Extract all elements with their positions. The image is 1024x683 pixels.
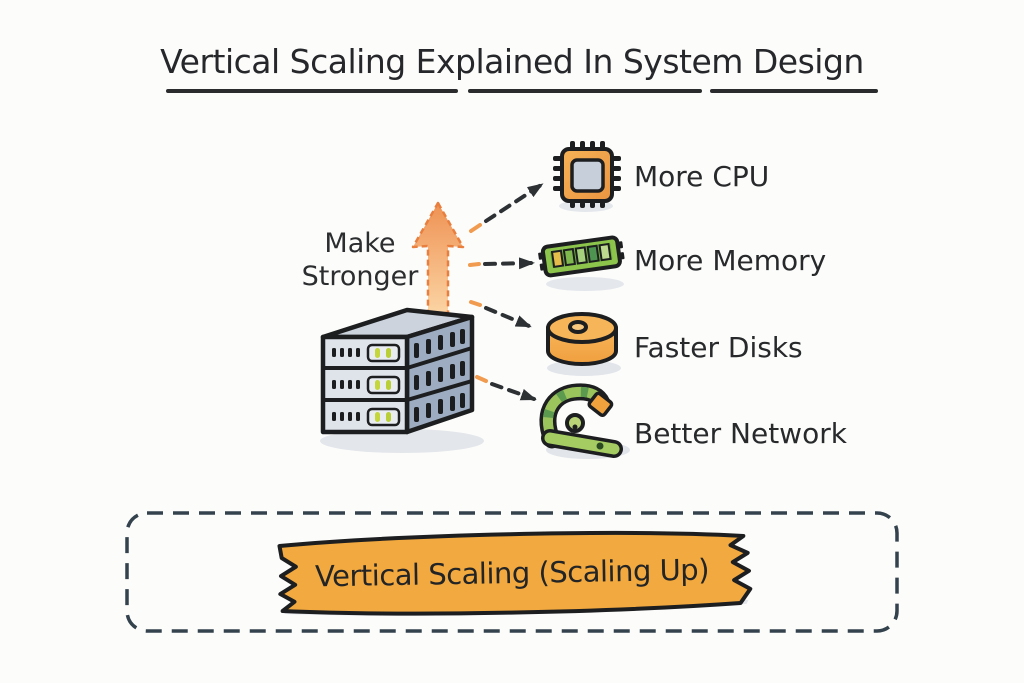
label-better-network: Better Network xyxy=(634,417,847,450)
connector-memory xyxy=(483,257,535,270)
make-stronger-label: Make Stronger xyxy=(301,228,419,292)
banner-ribbon xyxy=(277,531,753,616)
connector-disks xyxy=(484,306,532,328)
dashed-border-box xyxy=(125,511,899,633)
connector-network xyxy=(490,382,537,401)
connector-arrows xyxy=(468,183,544,401)
memory-icon xyxy=(538,235,625,291)
connector-cpu xyxy=(484,183,544,223)
disk-icon xyxy=(546,312,621,376)
label-more-memory: More Memory xyxy=(634,244,827,277)
cpu-icon xyxy=(553,141,621,212)
label-more-cpu: More CPU xyxy=(634,160,770,193)
server-stack-icon xyxy=(320,307,484,453)
page-title: Vertical Scaling Explained In System Des… xyxy=(160,42,864,81)
network-icon xyxy=(539,383,630,459)
label-faster-disks: Faster Disks xyxy=(634,331,803,364)
